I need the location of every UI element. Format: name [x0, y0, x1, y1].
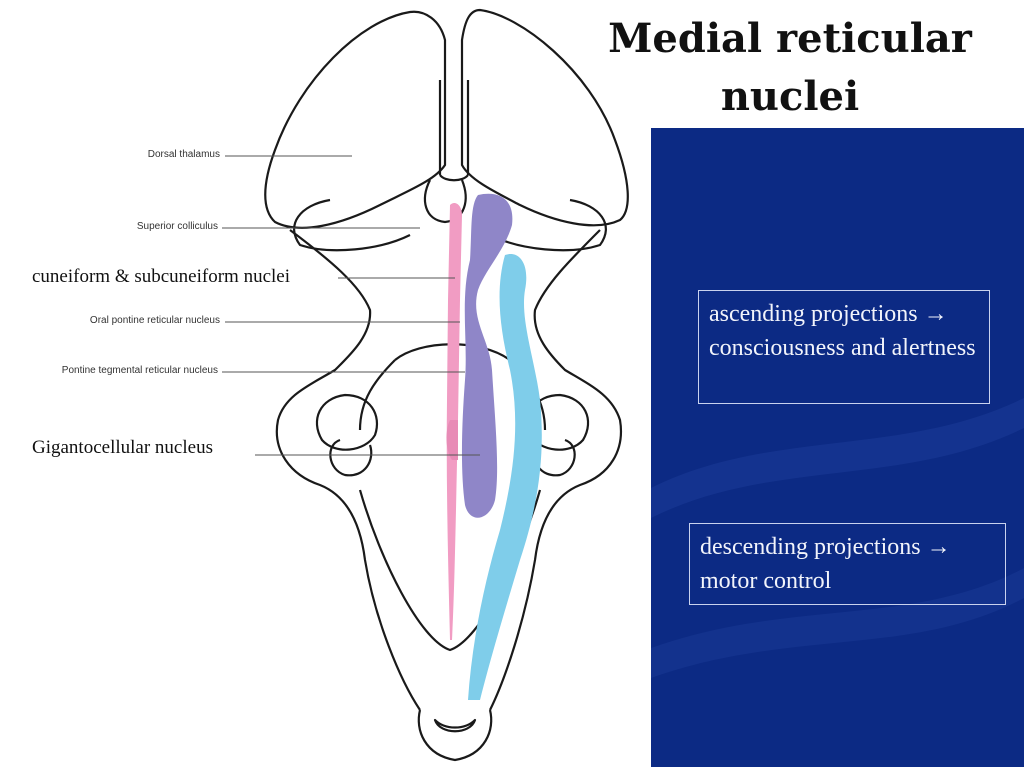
label-oral-pontine: Oral pontine reticular nucleus — [89, 315, 220, 326]
brainstem-right-outline — [489, 229, 623, 711]
ascending-projections-box: ascending projections → consciousness an… — [698, 290, 990, 404]
blue-panel: ascending projections → consciousness an… — [651, 128, 1024, 767]
label-gigantocellular: Gigantocellular nucleus — [32, 437, 213, 458]
label-cuneiform-nuclei: cuneiform & subcuneiform nuclei — [32, 266, 291, 287]
brainstem-left-outline — [275, 229, 421, 711]
left-thalamus-outline — [264, 10, 447, 229]
panel-wave-decoration — [651, 398, 1024, 678]
label-dorsal-thalamus: Dorsal thalamus — [147, 149, 220, 160]
purple-nuclei-column — [461, 193, 513, 518]
right-thalamus-outline — [460, 8, 629, 227]
cyan-nuclei-column — [468, 254, 542, 700]
pink-small-patch — [446, 420, 458, 460]
slide-title: Medial reticular nuclei — [608, 15, 972, 120]
label-superior-colliculus: Superior colliculus — [136, 221, 218, 232]
descending-projections-box: descending projections → motor control — [689, 523, 1006, 605]
label-pontine-tegmental: Pontine tegmental reticular nucleus — [61, 365, 218, 376]
brainstem-diagram — [222, 8, 629, 762]
